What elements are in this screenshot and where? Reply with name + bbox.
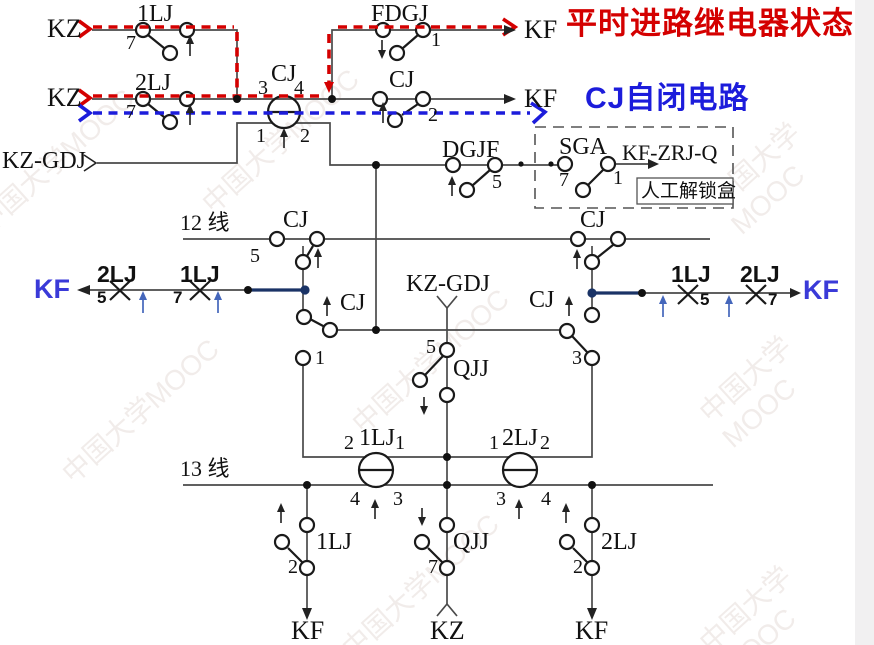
terminal-number: 7 xyxy=(428,556,438,578)
terminal-number: 5 xyxy=(700,290,710,309)
red-annotation-title: 平时进路继电器状态 xyxy=(566,6,854,41)
manual-unlock-box-label: 人工解锁盒 xyxy=(641,181,737,202)
terminal-number: 1 xyxy=(256,125,266,147)
state-arrows xyxy=(139,35,733,526)
kz-terminal-row1: KZ xyxy=(47,14,82,43)
kf-terminal-row2: KF xyxy=(524,84,558,113)
relay-contact-label: 2LJ xyxy=(601,529,637,555)
kz-terminal-bottom: KZ xyxy=(430,616,465,645)
relay-contact-label: 2LJ xyxy=(135,70,171,96)
kf-terminal-bottom: KF xyxy=(291,616,325,645)
terminal-number: 3 xyxy=(393,488,403,510)
navy-segments xyxy=(248,288,642,295)
relay-contact-label: 1LJ xyxy=(137,1,173,27)
wires xyxy=(80,29,790,617)
relay-contact-label: 2LJ xyxy=(97,261,137,287)
line-12-label: 12 线 xyxy=(180,210,230,235)
junction-dots xyxy=(233,95,646,489)
right-edge-strip xyxy=(855,0,874,645)
kf-zrj-q-terminal: KF-ZRJ-Q xyxy=(622,140,718,165)
terminal-number: 5 xyxy=(97,288,107,307)
cj-contact-label: CJ xyxy=(389,67,415,93)
kf-terminal-bottom: KF xyxy=(575,616,609,645)
terminal-number: 3 xyxy=(572,347,582,369)
terminal-number: 2 xyxy=(573,556,583,578)
terminal-number: 4 xyxy=(541,488,551,510)
terminal-number: 5 xyxy=(426,336,436,358)
relay-contact-label: 1LJ xyxy=(671,261,711,287)
relay-contact-label: 2LJ xyxy=(740,261,780,287)
terminal-number: 3 xyxy=(496,488,506,510)
terminal-number: 5 xyxy=(250,245,260,267)
terminal-number: 2 xyxy=(344,432,354,454)
line-arrowheads xyxy=(77,25,801,620)
relay-contact-label: 1LJ xyxy=(180,261,220,287)
terminal-number: 2 xyxy=(300,125,310,147)
blue-selfhold-path xyxy=(77,101,548,125)
kf-terminal-right: KF xyxy=(803,275,839,305)
sga-switch-label: SGA xyxy=(559,134,608,160)
dgjf-contact-label: DGJF xyxy=(442,137,500,163)
kz-gdj-terminal-left: KZ-GDJ xyxy=(2,148,86,174)
cj-contact-label: CJ xyxy=(283,207,309,233)
qjj-contact-label: QJJ xyxy=(453,529,490,555)
kz-gdj-terminal-mid: KZ-GDJ xyxy=(406,271,490,297)
lj2-coil-label: 2LJ xyxy=(502,425,538,451)
cj-contact-label: CJ xyxy=(580,207,606,233)
terminal-number: 7 xyxy=(768,290,778,309)
contacts xyxy=(109,21,767,577)
cj-contact-label: CJ xyxy=(340,290,366,316)
terminal-number: 7 xyxy=(173,288,183,307)
terminal-number: 2 xyxy=(288,556,298,578)
lj1-coil-label: 1LJ xyxy=(359,425,395,451)
relay-contact-label: 1LJ xyxy=(316,529,352,555)
line-13-label: 13 线 xyxy=(180,456,230,481)
cj-contact-label: CJ xyxy=(529,287,555,313)
terminal-number: 7 xyxy=(126,101,136,123)
terminal-number: 1 xyxy=(489,432,499,454)
blue-annotation-title: CJ自闭电路 xyxy=(585,82,750,115)
kz-terminal-row2: KZ xyxy=(47,83,82,112)
cj-coil-label: CJ xyxy=(271,61,297,87)
terminal-number: 1 xyxy=(431,29,441,51)
kf-terminal-left: KF xyxy=(34,274,70,304)
manual-unlock-dashed-box xyxy=(534,126,734,209)
terminal-number: 5 xyxy=(492,171,502,193)
terminal-number: 1 xyxy=(395,432,405,454)
terminal-number: 7 xyxy=(126,32,136,54)
terminal-number: 3 xyxy=(258,77,268,99)
terminal-number: 2 xyxy=(428,104,438,126)
terminal-number: 1 xyxy=(613,167,623,189)
fdgj-contact-label: FDGJ xyxy=(371,1,429,27)
terminal-number: 4 xyxy=(350,488,360,510)
terminal-number: 7 xyxy=(559,169,569,191)
terminal-number: 1 xyxy=(315,347,325,369)
terminal-number: 2 xyxy=(540,432,550,454)
kf-terminal-row1: KF xyxy=(524,15,558,44)
terminal-number: 4 xyxy=(294,77,304,99)
red-route-path xyxy=(77,17,519,108)
qjj-contact-label: QJJ xyxy=(453,356,490,382)
